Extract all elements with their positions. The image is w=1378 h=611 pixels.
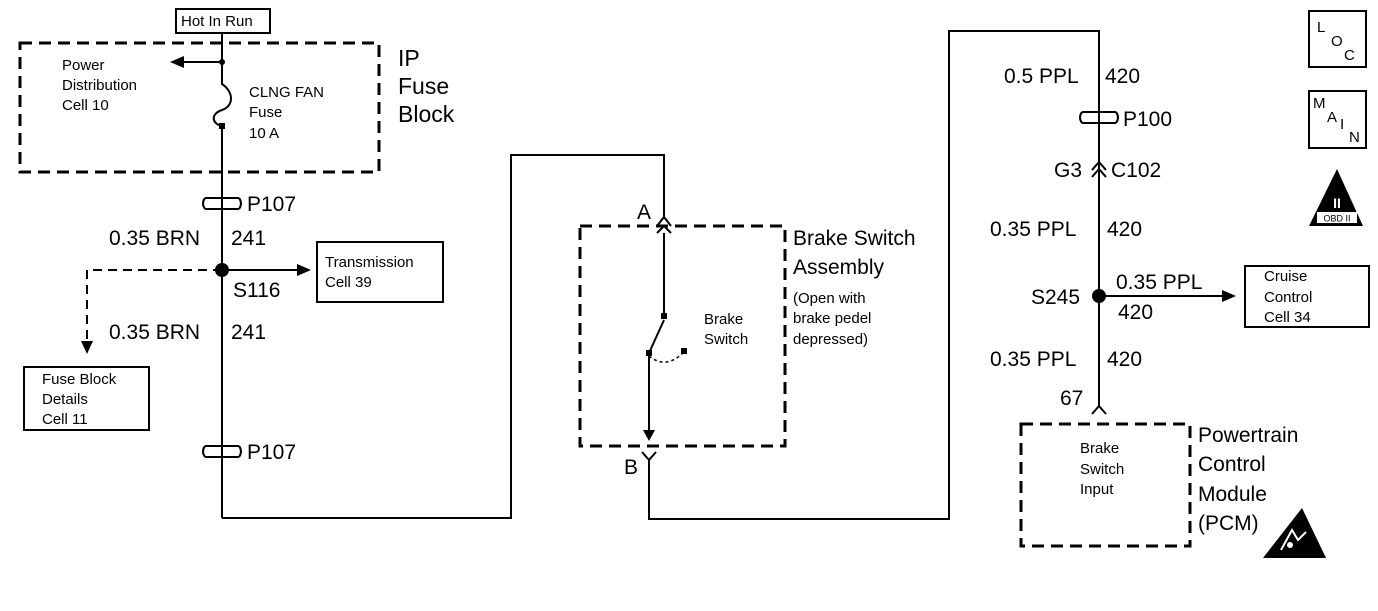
ppl-mid-size-label: 0.35 PPL xyxy=(990,218,1076,241)
ppl-low-size-label: 0.35 PPL xyxy=(990,348,1076,371)
main-icon: M A I N xyxy=(1308,90,1367,149)
power-distribution-label-2: Distribution xyxy=(62,77,137,94)
esd-warning-icon xyxy=(1263,508,1326,558)
wire-from-brake-switch-b xyxy=(648,30,1100,520)
cruise-control-label-1: Cruise xyxy=(1264,268,1307,285)
fuse-block-details-label-1: Fuse Block xyxy=(42,371,117,388)
pcm-title-1: Powertrain xyxy=(1198,424,1298,447)
c102-label: C102 xyxy=(1111,159,1161,182)
ppl-branch-size-label: 0.35 PPL xyxy=(1116,271,1202,294)
ip-fuse-block-label-1: IP xyxy=(398,45,420,71)
brake-switch-assembly-outline xyxy=(578,224,787,448)
ppl-mid-circuit-label: 420 xyxy=(1107,218,1142,241)
ip-fuse-block-outline xyxy=(18,41,381,174)
pin-a-connector-icon xyxy=(656,215,672,234)
p107-bottom-label: P107 xyxy=(247,441,296,464)
fuse-symbol xyxy=(212,83,232,127)
ip-fuse-block-label-3: Block xyxy=(398,101,455,127)
obd-ii-icon: II OBD II xyxy=(1309,169,1363,226)
fuse-block-details-dashed-wire xyxy=(86,269,222,340)
pcm-input-label-2: Switch xyxy=(1080,461,1124,478)
brake-switch-assembly-title-2: Assembly xyxy=(793,256,885,279)
fuse-block-details-label-3: Cell 11 xyxy=(42,411,88,428)
brake-switch-note-3: depressed) xyxy=(793,331,868,348)
fuse-block-details-label-2: Details xyxy=(42,391,88,408)
pcm-input-label-3: Input xyxy=(1080,481,1114,498)
pcm-pin-connector-icon xyxy=(1091,404,1107,415)
p100-connector-icon xyxy=(1079,111,1119,124)
pcm-input-label-1: Brake xyxy=(1080,440,1119,457)
pin-b-arrow xyxy=(643,430,655,441)
transmission-arrow xyxy=(297,264,311,276)
s116-label: S116 xyxy=(233,279,281,302)
fuse-label-1: CLNG FAN xyxy=(249,84,324,101)
p100-label: P100 xyxy=(1123,108,1172,131)
brake-switch-note-2: brake pedel xyxy=(793,310,871,327)
pin-b-label: B xyxy=(624,456,638,479)
svg-text:A: A xyxy=(1327,109,1337,126)
brn-upper-circuit-label: 241 xyxy=(231,227,266,250)
fuse-block-details-box xyxy=(23,366,150,431)
pcm-title-3: Module xyxy=(1198,483,1267,506)
svg-text:M: M xyxy=(1313,95,1326,112)
wire-to-brake-switch-a xyxy=(222,154,665,519)
pcm-title-2: Control xyxy=(1198,453,1266,476)
svg-text:I: I xyxy=(1340,116,1344,133)
brn-lower-size-label: 0.35 BRN xyxy=(109,321,200,344)
fuse-block-details-arrow xyxy=(81,341,93,354)
transmission-label-1: Transmission xyxy=(325,254,414,271)
ppl-low-circuit-label: 420 xyxy=(1107,348,1142,371)
ppl-branch-circuit-label: 420 xyxy=(1118,301,1153,324)
brake-switch-label-1: Brake xyxy=(704,311,743,328)
transmission-box xyxy=(316,241,444,303)
brake-switch-label-2: Switch xyxy=(704,331,748,348)
pcm-outline xyxy=(1019,422,1192,548)
svg-text:N: N xyxy=(1349,129,1360,146)
pcm-pin-label: 67 xyxy=(1060,387,1083,410)
hot-in-run-label: Hot In Run xyxy=(181,13,253,30)
p107-top-connector-icon xyxy=(202,197,242,210)
brn-lower-circuit-label: 241 xyxy=(231,321,266,344)
svg-text:O: O xyxy=(1331,33,1343,50)
brake-switch-assembly-title-1: Brake Switch xyxy=(793,227,916,250)
svg-text:OBD II: OBD II xyxy=(1323,214,1350,224)
c102-connector-icon xyxy=(1091,160,1107,178)
power-distribution-label-3: Cell 10 xyxy=(62,97,109,114)
fuse-label-2: Fuse xyxy=(249,104,282,121)
g3-label: G3 xyxy=(1054,159,1082,182)
ip-fuse-block-label-2: Fuse xyxy=(398,73,449,99)
transmission-label-2: Cell 39 xyxy=(325,274,372,291)
power-distribution-arrow xyxy=(170,56,184,68)
fuse-label-3: 10 A xyxy=(249,125,279,142)
cruise-control-box xyxy=(1244,265,1370,328)
svg-text:II: II xyxy=(1333,195,1341,211)
brake-switch-arm xyxy=(648,319,665,354)
p107-top-label: P107 xyxy=(247,193,296,216)
power-distribution-label-1: Power xyxy=(62,57,105,74)
svg-text:L: L xyxy=(1317,19,1325,36)
s245-label: S245 xyxy=(1031,286,1080,309)
brake-switch-linkage xyxy=(648,351,685,363)
pin-b-connector-icon xyxy=(641,451,657,462)
brn-upper-size-label: 0.35 BRN xyxy=(109,227,200,250)
brake-switch-note-1: (Open with xyxy=(793,290,866,307)
ppl-top-size-label: 0.5 PPL xyxy=(1004,65,1079,88)
pcm-title-4: (PCM) xyxy=(1198,512,1259,535)
cruise-control-arrow xyxy=(1222,290,1236,302)
loc-icon: L O C xyxy=(1308,10,1367,68)
cruise-control-label-2: Control xyxy=(1264,289,1312,306)
pin-a-label: A xyxy=(637,201,651,224)
brake-switch-contact-left xyxy=(646,350,652,356)
p107-bottom-connector-icon xyxy=(202,445,242,458)
cruise-control-label-3: Cell 34 xyxy=(1264,309,1311,326)
ppl-top-circuit-label: 420 xyxy=(1105,65,1140,88)
brake-switch-contact-top xyxy=(661,313,667,319)
svg-text:C: C xyxy=(1344,47,1355,64)
brake-switch-contact-right xyxy=(681,348,687,354)
